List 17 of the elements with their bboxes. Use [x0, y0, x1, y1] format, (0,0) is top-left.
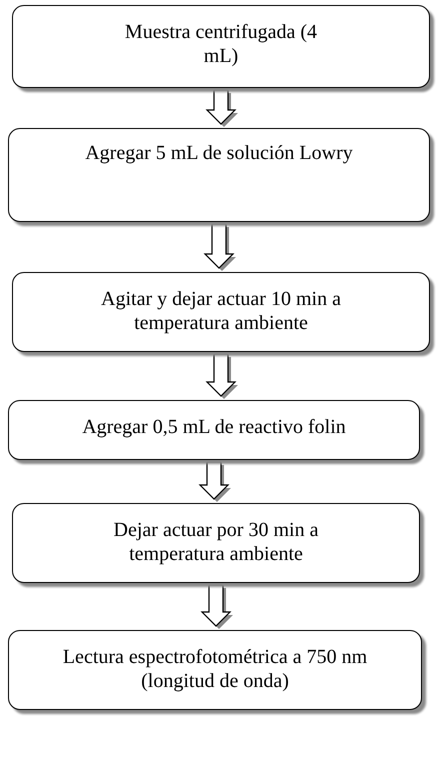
- step-text: Agitar y dejar actuar 10 min a temperatura ambiente: [100, 287, 342, 335]
- block-arrow: [206, 353, 238, 399]
- process-box: [8, 630, 422, 710]
- step-text: Agregar 5 mL de solución Lowry: [84, 141, 354, 165]
- process-box: [8, 400, 420, 460]
- block-arrow: [206, 89, 238, 127]
- process-box: [12, 272, 430, 352]
- block-arrow: [204, 223, 236, 271]
- step-text: Muestra centrifugada (4 mL): [124, 20, 318, 68]
- step-text: Agregar 0,5 mL de reactivo folin: [81, 415, 347, 439]
- process-box: [8, 128, 430, 222]
- step-text: Dejar actuar por 30 min a temperatura ambiente: [112, 518, 320, 566]
- block-arrow: [200, 584, 233, 629]
- process-box: [12, 5, 430, 88]
- block-arrow: [198, 461, 231, 502]
- step-text: Lectura espectrofotométrica a 750 nm (longitud de onda): [62, 645, 368, 693]
- process-box: [12, 503, 420, 583]
